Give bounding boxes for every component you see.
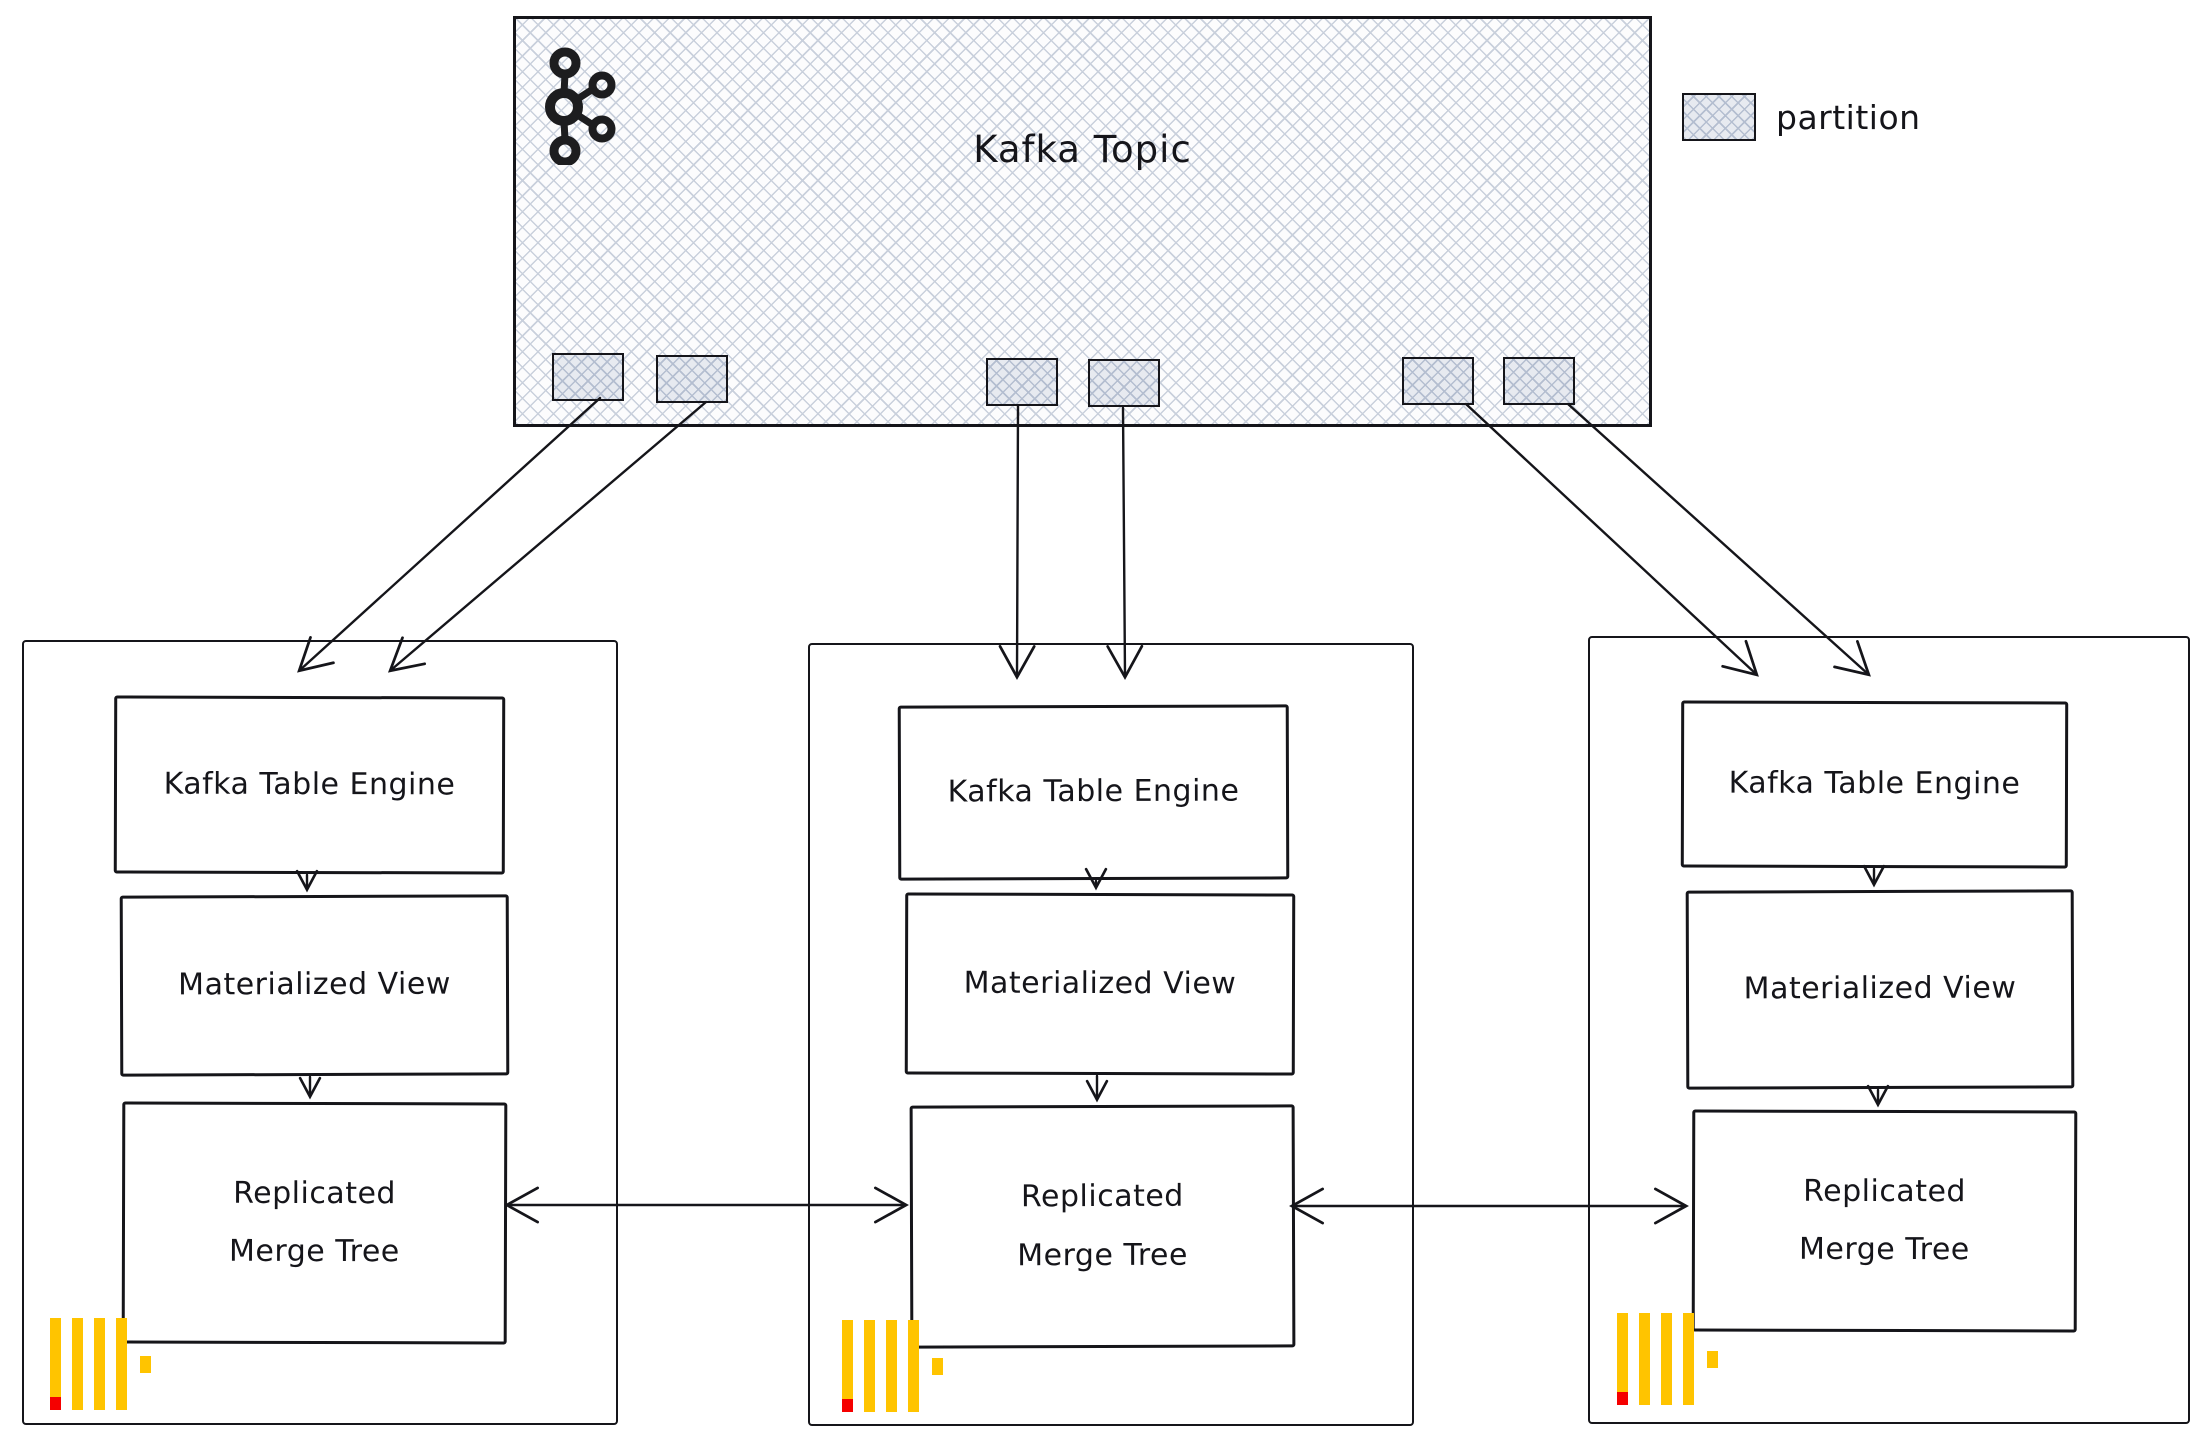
partition-box-4 (1088, 359, 1160, 407)
kafka-table-engine-label: Kafka Table Engine (947, 773, 1240, 810)
kafka-table-engine-label: Kafka Table Engine (1728, 765, 2021, 802)
arrow-partition-6-to-node-3 (1566, 402, 1871, 677)
clickhouse-logo-icon (842, 1320, 943, 1412)
kafka-table-engine-box: Kafka Table Engine (1680, 700, 2069, 869)
kafka-table-engine-box: Kafka Table Engine (113, 695, 506, 875)
replicated-merge-tree-label-line2: Merge Tree (1017, 1237, 1188, 1273)
kafka-topic-box: Kafka Topic (513, 16, 1652, 427)
partition-box-2 (656, 355, 728, 403)
clickhouse-node-2: Kafka Table Engine Materialized View Rep… (808, 643, 1414, 1426)
clickhouse-logo-icon (50, 1318, 151, 1410)
clickhouse-logo-icon (1617, 1313, 1718, 1405)
partition-box-1 (552, 353, 624, 401)
partition-box-3 (986, 358, 1058, 406)
arrow-partition-5-to-node-3 (1464, 402, 1759, 677)
materialized-view-box: Materialized View (1685, 889, 2075, 1090)
legend-partition-swatch (1682, 93, 1756, 141)
arrow-partition-4-to-node-2 (1106, 406, 1144, 680)
materialized-view-label: Materialized View (1743, 970, 2017, 1007)
legend-partition-label: partition (1776, 97, 1921, 137)
arrow-partition-2-to-node-1 (387, 400, 708, 673)
kafka-table-engine-label: Kafka Table Engine (163, 766, 456, 803)
kafka-topic-label: Kafka Topic (973, 128, 1192, 171)
arrow-partition-1-to-node-1 (297, 396, 602, 673)
clickhouse-node-1: Kafka Table Engine Materialized View Rep… (22, 640, 618, 1425)
arrow-partition-3-to-node-2 (998, 404, 1036, 680)
replicated-merge-tree-label-line2: Merge Tree (229, 1233, 400, 1270)
replicated-merge-tree-label-line1: Replicated (233, 1175, 397, 1211)
materialized-view-box: Materialized View (904, 892, 1296, 1076)
kafka-logo-icon (545, 47, 616, 165)
replicated-merge-tree-label-line2: Merge Tree (1799, 1231, 1970, 1268)
replicated-merge-tree-box: Replicated Merge Tree (1691, 1109, 2078, 1333)
materialized-view-label: Materialized View (178, 966, 451, 1003)
replicated-merge-tree-box: Replicated Merge Tree (909, 1104, 1296, 1349)
legend: partition (1682, 93, 1921, 141)
partition-box-6 (1503, 357, 1575, 405)
clickhouse-node-3: Kafka Table Engine Materialized View Rep… (1588, 636, 2190, 1424)
kafka-table-engine-box: Kafka Table Engine (897, 704, 1290, 881)
replicated-merge-tree-label-line1: Replicated (1803, 1173, 1967, 1209)
partition-box-5 (1402, 357, 1474, 405)
replicated-merge-tree-label-line1: Replicated (1020, 1178, 1184, 1215)
replicated-merge-tree-box: Replicated Merge Tree (121, 1101, 508, 1345)
materialized-view-box: Materialized View (119, 894, 510, 1077)
materialized-view-label: Materialized View (963, 965, 1237, 1002)
